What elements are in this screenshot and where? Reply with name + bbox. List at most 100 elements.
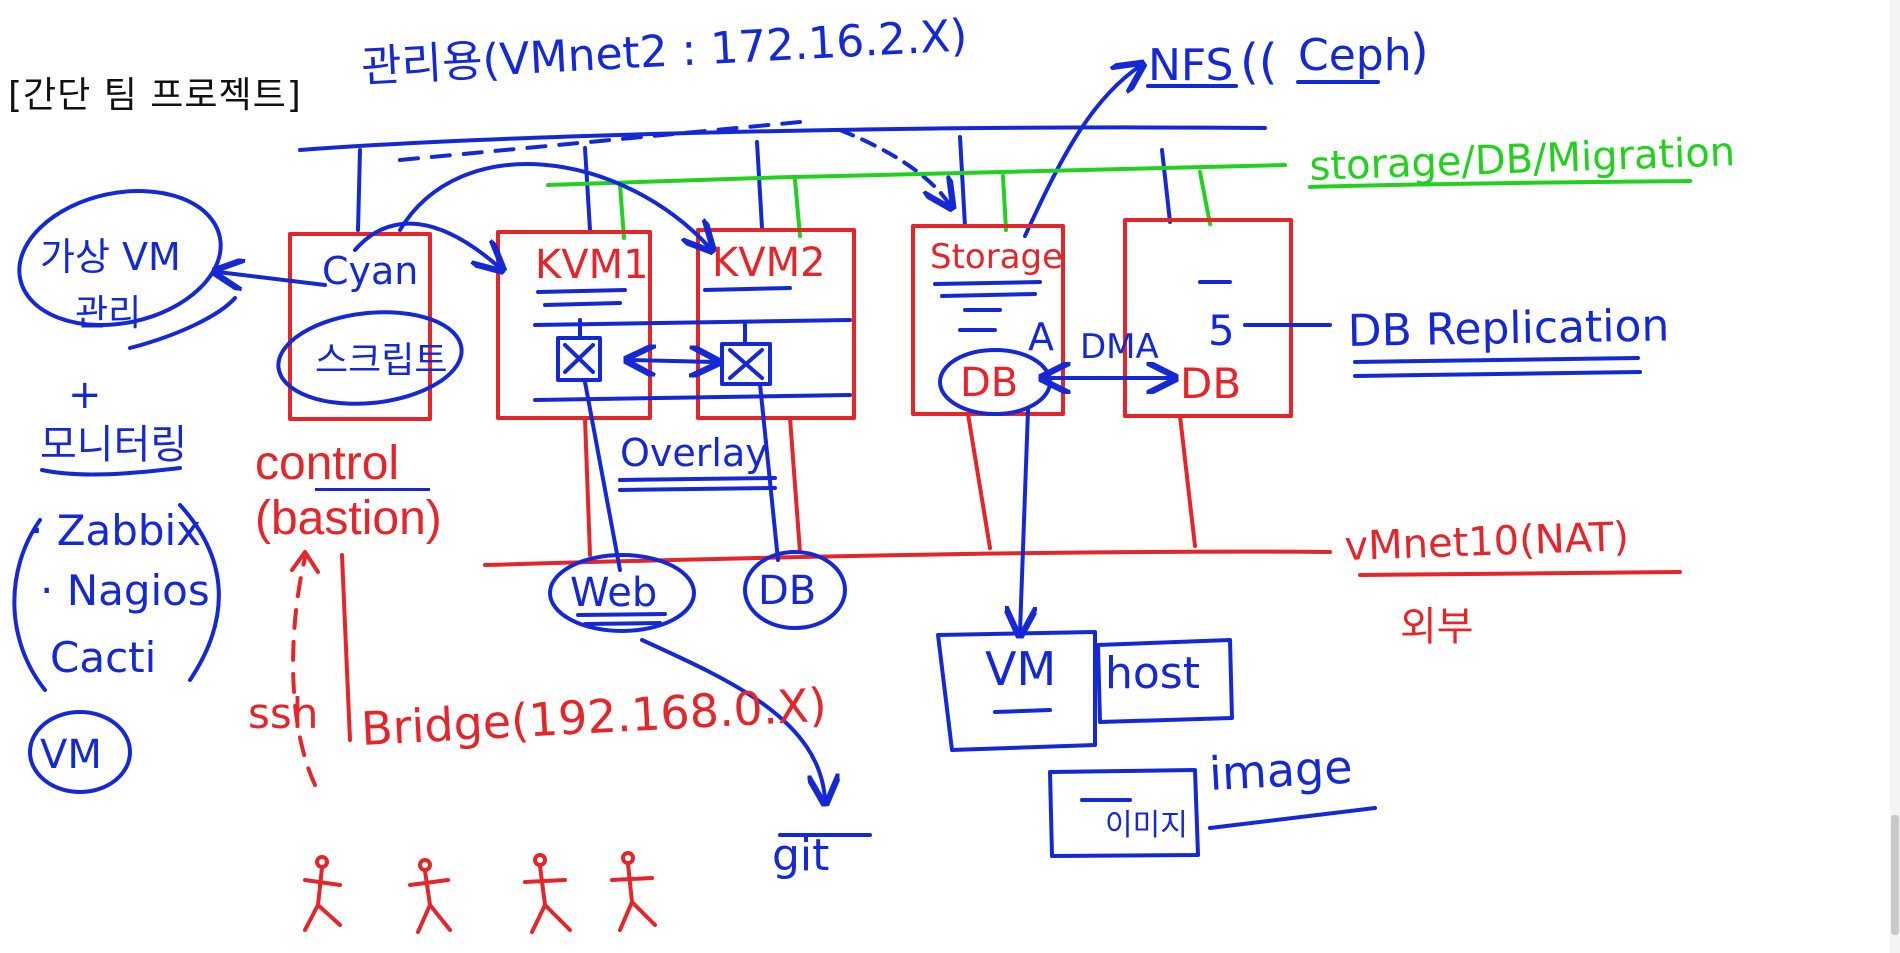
user-figure [303,855,342,932]
green-drop-kvm2 [793,178,802,238]
cyan-to-kvm1-arrow [353,221,500,268]
image-box-label: 이미지 [1105,808,1188,843]
bridge-vertical [340,553,352,742]
kvm2-underline [703,286,792,292]
external-label: 외부 [1400,604,1474,650]
kvm2-vswitch-x [728,348,764,380]
green-drop-box5 [1198,170,1212,226]
tool-nagios: · Nagios [40,566,210,615]
vm-circle [28,710,132,794]
ceph-paren: ) [1410,24,1429,80]
nat-drop-kvm2 [788,416,802,554]
vertical-scrollbar[interactable] [1890,0,1900,953]
control-underline [315,488,430,491]
vswitch-link [630,360,715,362]
control-label: control [255,437,400,490]
box5-db-label: DB [1180,359,1241,408]
a-label: A [1028,315,1054,359]
kvm2-label: KVM2 [712,240,826,286]
nat-network-label: vMnet10(NAT) [1344,514,1630,570]
scrollbar-thumb[interactable] [1891,815,1899,935]
vm-label: VM [985,642,1056,696]
vm-manage-label-1: 가상 VM [40,235,181,279]
web-to-git-arrow [640,638,825,800]
web-underline [576,612,667,626]
ssh-arrowhead [290,550,320,574]
host-label: host [1105,648,1200,699]
vm-box [936,630,1097,752]
dma-label: DMA [1080,327,1159,367]
db-service-label: DB [758,568,816,614]
nat-drop-storage [966,412,992,550]
storage-network [546,163,1692,240]
management-bus-line [298,125,1267,152]
storage-bus-line [546,163,1287,187]
vm-manage-to-cyan [218,272,327,285]
kvm1-underline [536,288,627,307]
bridge-label: Bridge(192.168.0.X) [360,678,828,756]
dashed-arrow-to-storage [838,128,950,205]
user-figure [610,851,657,932]
drop-cyan [356,148,362,232]
box5 [1123,218,1293,418]
user-figure [523,853,572,934]
nat-drop-kvm1 [583,416,592,557]
vm-circle-label: VM [40,732,102,778]
drop-box5 [1160,148,1172,224]
blue-details [12,162,1642,858]
nfs-paren: (( [1240,34,1277,90]
plus-label: + [68,372,102,418]
nat-drop-box5 [1178,414,1197,548]
vm-manage-label-2: 관리 [75,293,141,334]
management-network-label: 관리용(VMnet2 : 172.16.2.X) [360,10,969,93]
monitoring-label: 모니터링 [40,422,187,468]
tools-bracket-left [12,518,47,692]
green-drop-storage [1001,174,1008,232]
kvm2-to-db [758,382,780,562]
overlay-label: Overlay [620,431,768,475]
nfs-arrow-line [1023,66,1140,238]
script-label: 스크립트 [315,340,447,381]
storage-underline [933,280,1042,298]
drop-kvm1 [583,146,592,232]
script-oval [276,310,464,406]
cyan-label: Cyan [322,249,418,293]
box5-label: 5 [1208,306,1235,355]
management-network [298,66,1380,238]
web-oval [548,553,696,633]
replication-underline [1353,356,1642,378]
cyan-box [288,232,432,421]
db-oval [743,550,847,630]
tool-cacti: Cacti [50,633,156,682]
image-underline [1208,806,1377,830]
web-label: Web [570,570,657,616]
green-drop-kvm1 [618,183,626,240]
vm-manage-pointer [128,296,237,350]
kvm1-to-web [583,380,622,572]
vm-box-underline [993,708,1052,714]
db-to-vm-arrow [1020,408,1028,632]
monitoring-underline [40,466,182,477]
kvm1-switch-link [578,318,747,346]
cyan-to-kvm2-arrow [398,162,710,248]
users [303,851,657,934]
storage-small-lines [958,308,1002,332]
user-figure [408,858,452,934]
dashed-management-line [398,120,802,162]
tools-bracket-right [178,503,221,682]
kvm1-vswitch-x [563,343,595,374]
ssh-dashed-arrow [291,556,317,787]
storage-db-label: DB [960,360,1018,406]
nfs-label: NFS [1148,40,1233,91]
host-box [1096,638,1234,724]
nat-label-underline [1358,570,1682,577]
tool-zabbix: · Zabbix [30,506,201,555]
overlay-underline [618,476,777,492]
db-replication-label: DB Replication [1347,300,1669,357]
image-label: image [1208,740,1354,801]
ceph-label: Ceph [1298,30,1412,81]
kvm1-label: KVM1 [535,242,649,288]
drop-storage [958,135,967,228]
drop-kvm2 [755,140,764,230]
